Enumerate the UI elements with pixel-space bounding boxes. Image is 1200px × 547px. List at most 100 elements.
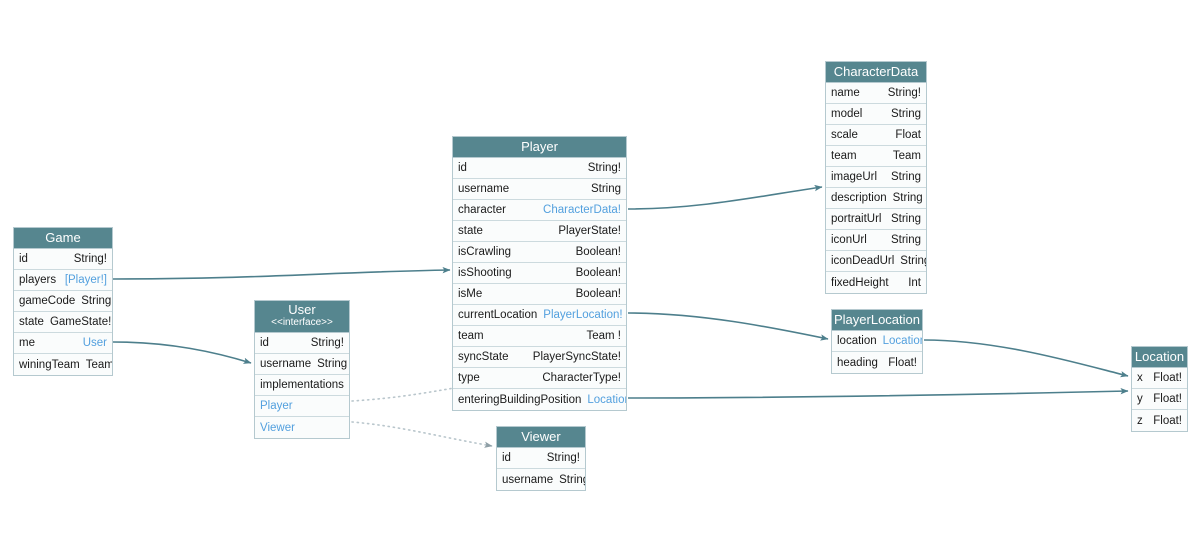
field-type: String <box>890 171 921 183</box>
implementations-section-label: implementations <box>255 375 349 396</box>
field-row[interactable]: z Float! <box>1132 410 1187 431</box>
field-row[interactable]: state PlayerState! <box>453 221 626 242</box>
field-name: team <box>831 150 857 162</box>
field-row[interactable]: players[Player!] <box>14 270 112 291</box>
field-type: String <box>890 234 921 246</box>
field-name: description <box>831 192 887 204</box>
field-type: String <box>890 108 921 120</box>
field-name: username <box>502 473 554 486</box>
field-type: Boolean! <box>575 267 621 279</box>
field-name: isCrawling <box>458 246 512 258</box>
field-name: id <box>502 452 511 464</box>
entity-header-characterdata: CharacterData <box>826 62 926 83</box>
entity-playerlocation[interactable]: PlayerLocationlocationLocation!headingFl… <box>831 309 923 374</box>
field-name: isMe <box>458 288 483 300</box>
field-name: scale <box>831 129 858 141</box>
field-name: z <box>1137 414 1143 427</box>
entity-title-user: User <box>288 302 316 317</box>
field-type-link[interactable]: [Player!] <box>64 274 107 286</box>
field-row[interactable]: iconUrl String <box>826 230 926 251</box>
field-row[interactable]: enteringBuildingPosition Location <box>453 389 626 410</box>
field-row[interactable]: iconDeadUrlString <box>826 251 926 272</box>
field-row[interactable]: location Location! <box>832 331 922 352</box>
field-row[interactable]: gameCode String! <box>14 291 112 312</box>
field-name: id <box>260 337 269 349</box>
field-type: Float! <box>1153 414 1182 427</box>
entity-header-game: Game <box>14 228 112 249</box>
field-name: character <box>458 204 506 216</box>
field-type-link[interactable]: User <box>82 337 107 349</box>
field-type-link[interactable]: Location <box>587 393 626 406</box>
field-type-link[interactable]: PlayerLocation! <box>543 309 623 321</box>
field-type: PlayerState! <box>558 225 621 237</box>
field-name: username <box>458 183 510 195</box>
field-type: String! <box>587 162 621 174</box>
field-row[interactable]: currentLocation PlayerLocation! <box>453 305 626 326</box>
field-type: String <box>317 358 348 370</box>
entity-header-location: Location <box>1132 347 1187 368</box>
field-name: iconDeadUrl <box>831 255 895 267</box>
field-row[interactable]: me User <box>14 333 112 354</box>
field-row[interactable]: character CharacterData! <box>453 200 626 221</box>
entity-header-viewer: Viewer <box>497 427 585 448</box>
implementation-player[interactable]: Player <box>255 396 349 417</box>
field-name: fixedHeight <box>831 276 889 289</box>
field-type: Team <box>85 358 112 371</box>
field-type-link[interactable]: CharacterData! <box>543 204 621 216</box>
implementation-viewer[interactable]: Viewer <box>255 417 349 438</box>
field-name: x <box>1137 372 1143 384</box>
field-name: gameCode <box>19 295 76 307</box>
field-row[interactable]: id String! <box>255 333 349 354</box>
field-name: currentLocation <box>458 309 538 321</box>
field-name: enteringBuildingPosition <box>458 393 582 406</box>
field-name: state <box>458 225 483 237</box>
field-name: iconUrl <box>831 234 867 246</box>
edge-game-me-to-user <box>112 341 252 364</box>
entity-header-player: Player <box>453 137 626 158</box>
field-row[interactable]: isMe Boolean! <box>453 284 626 305</box>
field-name: team <box>458 330 484 342</box>
field-name: syncState <box>458 351 509 363</box>
field-type-link[interactable]: Location! <box>882 335 922 347</box>
field-name: location <box>837 335 877 347</box>
edge-user-Viewer-to-viewer <box>351 421 493 448</box>
field-name: id <box>458 162 467 174</box>
entity-stereotype-user: <<interface>> <box>271 317 333 328</box>
field-type: Boolean! <box>575 288 621 300</box>
field-type: String! <box>310 337 344 349</box>
edge-player-enteringBuildingPosition-to-location <box>627 387 1129 399</box>
field-name: me <box>19 337 35 349</box>
field-row[interactable]: id String! <box>453 158 626 179</box>
field-type: String! <box>81 295 112 307</box>
